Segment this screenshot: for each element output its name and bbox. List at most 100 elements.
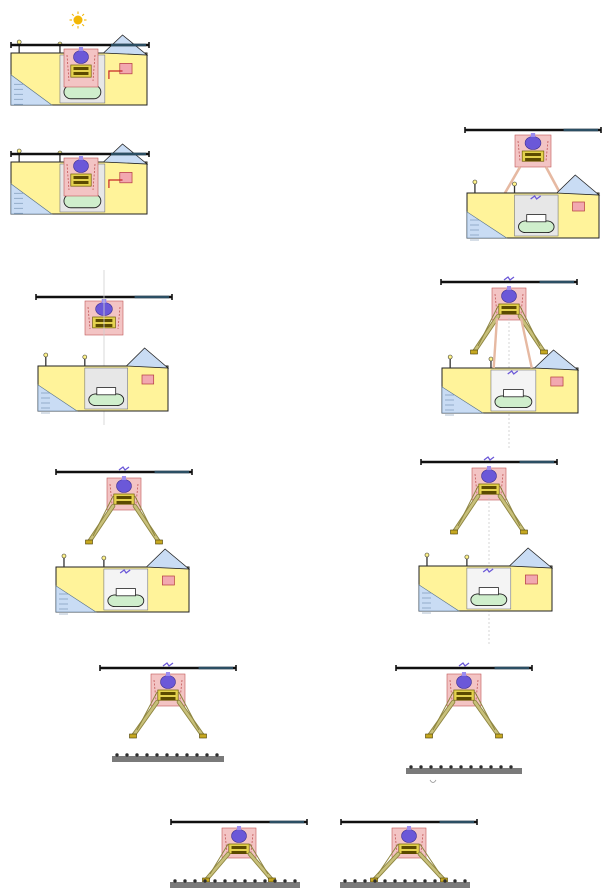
- foot-pad: [425, 733, 433, 739]
- rock: [459, 765, 463, 769]
- thruster-dome: [456, 675, 472, 689]
- truss-bar: [440, 279, 578, 285]
- rock: [363, 879, 367, 883]
- descent-core: [514, 133, 552, 168]
- foot-pad: [450, 529, 458, 535]
- rock: [383, 879, 387, 883]
- truss-bar: [395, 665, 533, 671]
- stage-5: [440, 276, 580, 448]
- rock: [183, 879, 187, 883]
- descent-core: [85, 466, 163, 545]
- descent-core: [370, 826, 448, 883]
- harness-cable: [108, 70, 123, 79]
- radio-box: [141, 374, 155, 385]
- descent-core: [129, 662, 207, 739]
- radio-box: [572, 201, 585, 212]
- rock: [223, 879, 227, 883]
- solar-panel: [466, 211, 508, 239]
- truss-bar: [340, 819, 478, 825]
- engine-block: [498, 303, 520, 315]
- rock: [423, 879, 427, 883]
- descent-core: [202, 826, 276, 883]
- rock: [433, 879, 437, 883]
- truss-bar: [55, 469, 193, 475]
- descent-core: [470, 276, 548, 355]
- landing-leg: [133, 504, 161, 544]
- deploy-strap: [519, 317, 533, 369]
- landing-leg: [372, 852, 400, 882]
- rock: [353, 879, 357, 883]
- rock: [125, 753, 129, 757]
- foot-pad: [85, 539, 93, 545]
- rock: [429, 765, 433, 769]
- rover-wheels: [494, 395, 533, 409]
- stage-7: [418, 456, 558, 646]
- rock: [165, 753, 169, 757]
- foot-pad: [129, 733, 137, 739]
- rover-wheels: [518, 220, 555, 234]
- antenna-glyph: [507, 370, 519, 375]
- rock: [193, 879, 197, 883]
- deploy-strap: [492, 317, 499, 369]
- stage-9: [395, 662, 533, 783]
- rock: [145, 753, 149, 757]
- rock: [243, 879, 247, 883]
- ground-strip: [406, 765, 522, 774]
- backshell: [466, 174, 601, 241]
- thruster-dome: [524, 136, 542, 150]
- thruster-dome: [116, 479, 132, 493]
- rock: [173, 879, 177, 883]
- rock: [273, 879, 277, 883]
- radio-box: [162, 575, 175, 586]
- rock: [195, 753, 199, 757]
- rock: [463, 879, 467, 883]
- antenna-glyph: [503, 276, 515, 281]
- rover-wheels: [470, 593, 508, 607]
- descent-core: [63, 47, 99, 88]
- ground-strip: [340, 879, 470, 888]
- rock: [155, 753, 159, 757]
- solar-panel: [418, 584, 460, 612]
- rock: [175, 753, 179, 757]
- thruster-dome: [481, 469, 497, 483]
- rock: [215, 753, 219, 757]
- rock: [499, 765, 503, 769]
- antenna-glyph: [119, 569, 131, 574]
- rock: [453, 879, 457, 883]
- truss-bar: [170, 819, 308, 825]
- descent-core: [425, 662, 503, 739]
- landing-leg: [427, 700, 455, 738]
- landing-leg: [177, 700, 205, 738]
- landing-leg: [131, 700, 159, 738]
- engine-block: [453, 689, 475, 701]
- dust-trail: [429, 779, 437, 783]
- rock: [489, 765, 493, 769]
- rock: [263, 879, 267, 883]
- rover-wheels: [88, 393, 125, 407]
- rock: [419, 765, 423, 769]
- engine-block: [478, 483, 500, 495]
- stage-2: [10, 143, 150, 215]
- landing-leg: [418, 852, 446, 882]
- antenna-glyph: [482, 568, 494, 573]
- foot-pad: [155, 539, 163, 545]
- engine-block: [521, 150, 545, 162]
- backshell: [55, 548, 191, 615]
- antenna-glyph: [483, 456, 495, 461]
- rock: [203, 879, 207, 883]
- solar-panel: [441, 386, 484, 414]
- truss-bar: [10, 42, 150, 48]
- stage-10: [170, 819, 308, 888]
- radio-box: [119, 172, 133, 184]
- rock: [469, 765, 473, 769]
- landing-leg: [452, 494, 480, 534]
- truss-bar: [10, 151, 150, 157]
- antenna-glyph: [530, 195, 542, 200]
- stage-6: [55, 466, 193, 615]
- antenna-glyph: [162, 662, 174, 667]
- rover-wheels: [107, 594, 145, 608]
- cone-cover: [145, 548, 191, 570]
- cone-cover: [508, 547, 554, 569]
- radio-box: [550, 376, 564, 387]
- antenna-glyph: [118, 466, 130, 471]
